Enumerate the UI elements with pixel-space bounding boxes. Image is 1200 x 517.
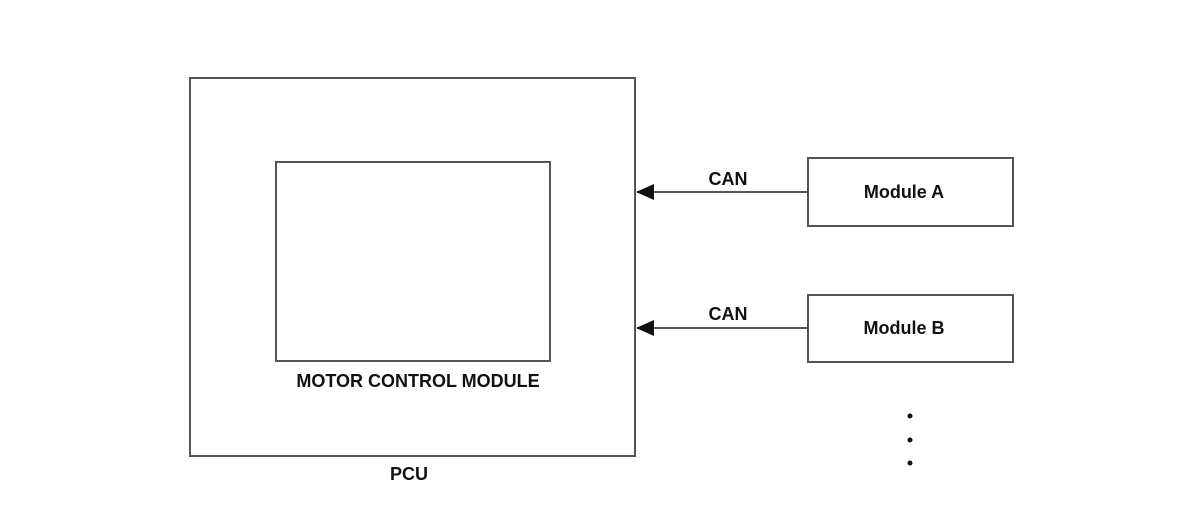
pcu-label: PCU <box>390 464 428 484</box>
continuation-dot <box>907 413 913 419</box>
can-link-a: CAN <box>636 169 808 200</box>
motor-control-module-label: MOTOR CONTROL MODULE <box>296 371 539 391</box>
pcu-block: PCU <box>189 77 636 484</box>
motor-control-module-block: MOTOR CONTROL MODULE <box>275 161 551 391</box>
can-link-b: CAN <box>636 304 808 336</box>
continuation-dots <box>907 413 913 466</box>
can-link-b-label: CAN <box>709 304 748 324</box>
pcu-box <box>189 77 636 457</box>
can-link-a-label: CAN <box>709 169 748 189</box>
module-b-label: Module B <box>864 318 945 338</box>
motor-control-module-box <box>275 161 551 362</box>
module-a-block: Module A <box>807 157 1014 227</box>
continuation-dot <box>907 460 913 466</box>
module-a-label: Module A <box>864 182 944 202</box>
continuation-dot <box>907 437 913 443</box>
module-b-block: Module B <box>807 294 1014 363</box>
